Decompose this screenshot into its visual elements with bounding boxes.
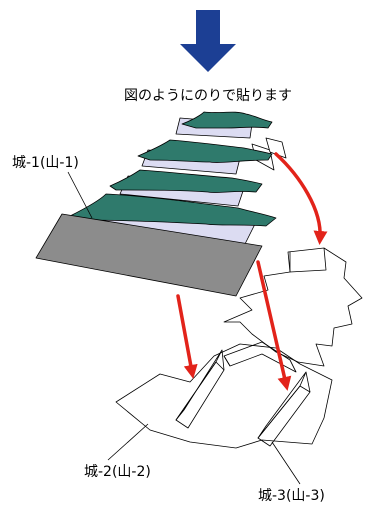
glue-arrow-roof-to-mountain — [274, 152, 328, 245]
leader-line-castle-1 — [67, 171, 93, 219]
castle-1-model — [35, 111, 287, 297]
leader-line-castle-2 — [107, 423, 149, 461]
glue-arrows — [176, 152, 328, 391]
label-castle-3: 城-3(山-3) — [258, 488, 325, 504]
castle-2-3-outline-model — [115, 247, 363, 449]
instruction-caption: 図のようにのりで貼ります — [124, 88, 292, 104]
glue-arrow-castle-1-to-wall-left — [176, 294, 198, 379]
leader-line-castle-3 — [271, 441, 301, 485]
down-arrow-icon — [180, 10, 236, 72]
label-castle-1: 城-1(山-1) — [12, 155, 79, 171]
label-castle-2: 城-2(山-2) — [84, 464, 151, 480]
glue-arrow-castle-1-to-wall-right — [256, 260, 292, 391]
